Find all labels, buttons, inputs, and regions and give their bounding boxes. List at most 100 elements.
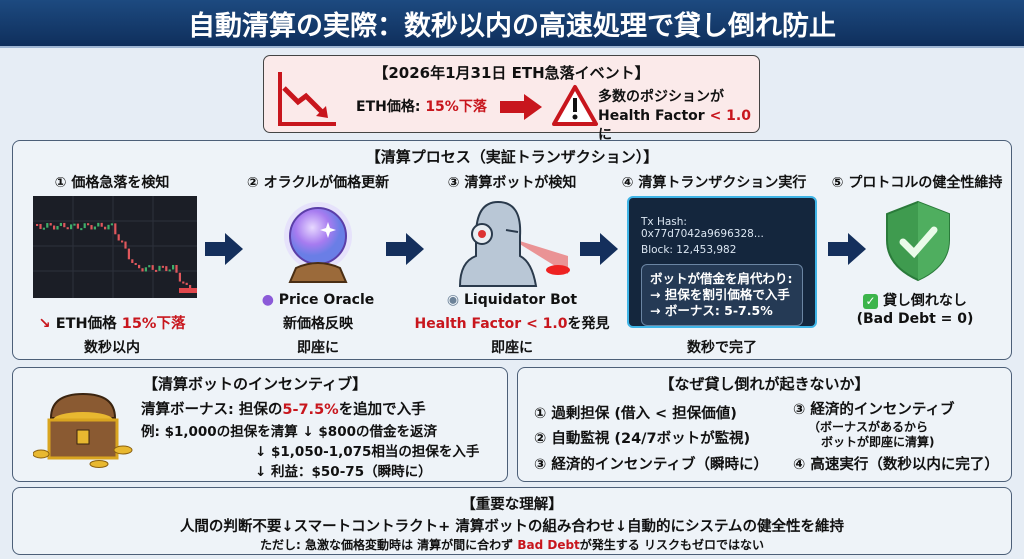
why-subtext: （ボーナスがあるから [808,420,929,434]
eth-price-label: ETH価格: [356,99,426,115]
candle [127,248,130,260]
why-item: ③ 経済的インセンティブ（瞬時に） [534,457,768,473]
caveat-prefix: ただし: 急激な価格変動時は 清算が間に合わず [260,538,518,552]
candle [175,264,178,273]
candle [117,234,120,241]
step-1-drop: 15%下落 [121,316,186,332]
step-3-line2: Health Factor < 1.0を発見 [392,313,632,333]
detect-label: を発見 [567,316,610,332]
candle [144,267,147,272]
candle [39,224,42,229]
candle [59,222,62,227]
crystal-ball-icon [284,202,352,283]
bot-label: Liquidator Bot [464,292,578,308]
chart-down-icon: ↘ [38,316,56,332]
positions-text: 多数のポジションが Health Factor < 1.0 に [598,88,759,145]
candle [121,240,124,243]
oracle-label: Price Oracle [278,292,375,308]
why-heading: 【なぜ貸し倒れが起きないか】 [659,375,870,393]
candle [178,272,181,282]
eth-price-line: ETH価格: 15%下落 [356,96,487,116]
why-item: ② 自動監視 (24/7ボットが監視) [534,431,751,447]
candle [141,268,144,272]
candle [100,222,103,227]
warning-icon [552,85,598,126]
incentive-heading: 【清算ボットのインセンティブ】 [143,375,368,393]
treasure-chest-icon [33,392,133,468]
arrow-right-icon [205,233,243,265]
step-1-title: ① 価格急落を検知 [54,175,170,191]
candle [182,281,185,284]
key-line-1: 人間の判断不要↓スマートコントラクト+ 清算ボットの組み合わせ↓自動的にシステム… [179,519,845,535]
step-1-result: ↘ ETH価格 15%下落 [12,312,212,333]
candle [56,226,59,230]
candle [155,269,158,272]
arrow-right-icon [580,233,618,265]
bonus-line: 清算ボーナス: 担保の5-7.5%を追加で入手 [141,398,426,419]
robot-small-icon: ◉ [446,292,465,308]
why-subtext: ボットが即座に清算) [821,435,935,449]
candle [172,264,175,270]
no-bad-debt-label: 貸し倒れなし [882,293,967,309]
candle [134,263,137,266]
key-panel: 【重要な理解】 人間の判断不要↓スマートコントラクト+ 清算ボットの組み合わせ↓… [12,487,1012,555]
positions-line: 多数のポジションが [598,89,724,105]
step-5-line1: ✓ 貸し倒れなし [815,290,1015,310]
transaction-card: Tx Hash: 0x77d7042a9696328... Block: 12,… [627,196,817,328]
incentive-panel: 【清算ボットのインセンティブ】 清算ボーナス: 担保の5-7.5%を追加で入手 … [12,367,508,482]
step-2-line2: 新価格反映 [283,316,353,332]
tx-details: ボットが借金を肩代わり: → 担保を割引価格で入手 → ボーナス: 5-7.5% [641,264,803,326]
candle [104,226,107,230]
tx-line: ボットが借金を肩代わり: [650,271,793,286]
step-5-title: ⑤ プロトコルの健全性維持 [831,175,1003,191]
bad-debt-term: Bad Debt [517,538,580,552]
candle [165,266,168,272]
candle [185,282,188,285]
candle [80,228,83,231]
candlestick-chart [33,196,197,298]
step-2-time: 即座に [297,340,339,356]
step-2-line1: ● Price Oracle [218,292,418,308]
candle [87,223,90,226]
candle [66,227,69,230]
step-4-title: ④ 清算トランザクション実行 [621,175,807,191]
candle [76,223,79,229]
why-item: ③ 経済的インセンティブ [793,402,955,418]
candle [151,265,154,270]
right-arrow-icon [500,94,542,120]
robot-icon [458,200,570,287]
event-heading: 【2026年1月31日 ETH急落イベント】 [373,64,650,82]
candle [107,224,110,230]
bonus-suffix: を追加で入手 [338,402,426,418]
step-3-title: ③ 清算ボットが検知 [447,175,577,191]
eth-price-drop: 15%下落 [425,99,487,115]
step-3-line1: ◉ Liquidator Bot [412,292,612,308]
arrow-right-icon [828,233,866,265]
why-item: ① 過剰担保 (借入 < 担保価値) [534,406,737,422]
candle [90,225,93,230]
key-heading: 【重要な理解】 [461,497,563,513]
shield-check-icon [886,200,950,282]
candle [158,265,161,271]
caveat-suffix: が発生する リスクもゼロではない [579,538,764,552]
step-4-time: 数秒で完了 [687,340,757,356]
bonus-prefix: 清算ボーナス: 担保の [141,402,283,418]
step-1-label: ETH価格 [55,316,122,332]
candle [83,223,86,229]
hf-value: < 1.0 [709,108,751,124]
candle [70,224,73,230]
hf-label: Health Factor [598,108,710,124]
bonus-rate: 5-7.5% [282,402,339,418]
candle [46,223,49,228]
candle [161,265,164,268]
hf-suffix: に [598,127,612,143]
example-line: ↓ $1,050-1,075相当の担保を入手 [255,444,480,460]
candle [63,222,66,228]
candle [49,223,52,226]
tx-line: → 担保を割引価格で入手 [650,287,790,302]
check-box-icon: ✓ [863,294,879,309]
candle [93,226,96,230]
example-line: ↓ 利益：$50-75（瞬時に） [255,464,432,480]
why-panel: 【なぜ貸し倒れが起きないか】 ① 過剰担保 (借入 < 担保価値) ② 自動監視… [517,367,1012,482]
process-heading: 【清算プロセス（実証トランザクション）】 [365,148,659,166]
